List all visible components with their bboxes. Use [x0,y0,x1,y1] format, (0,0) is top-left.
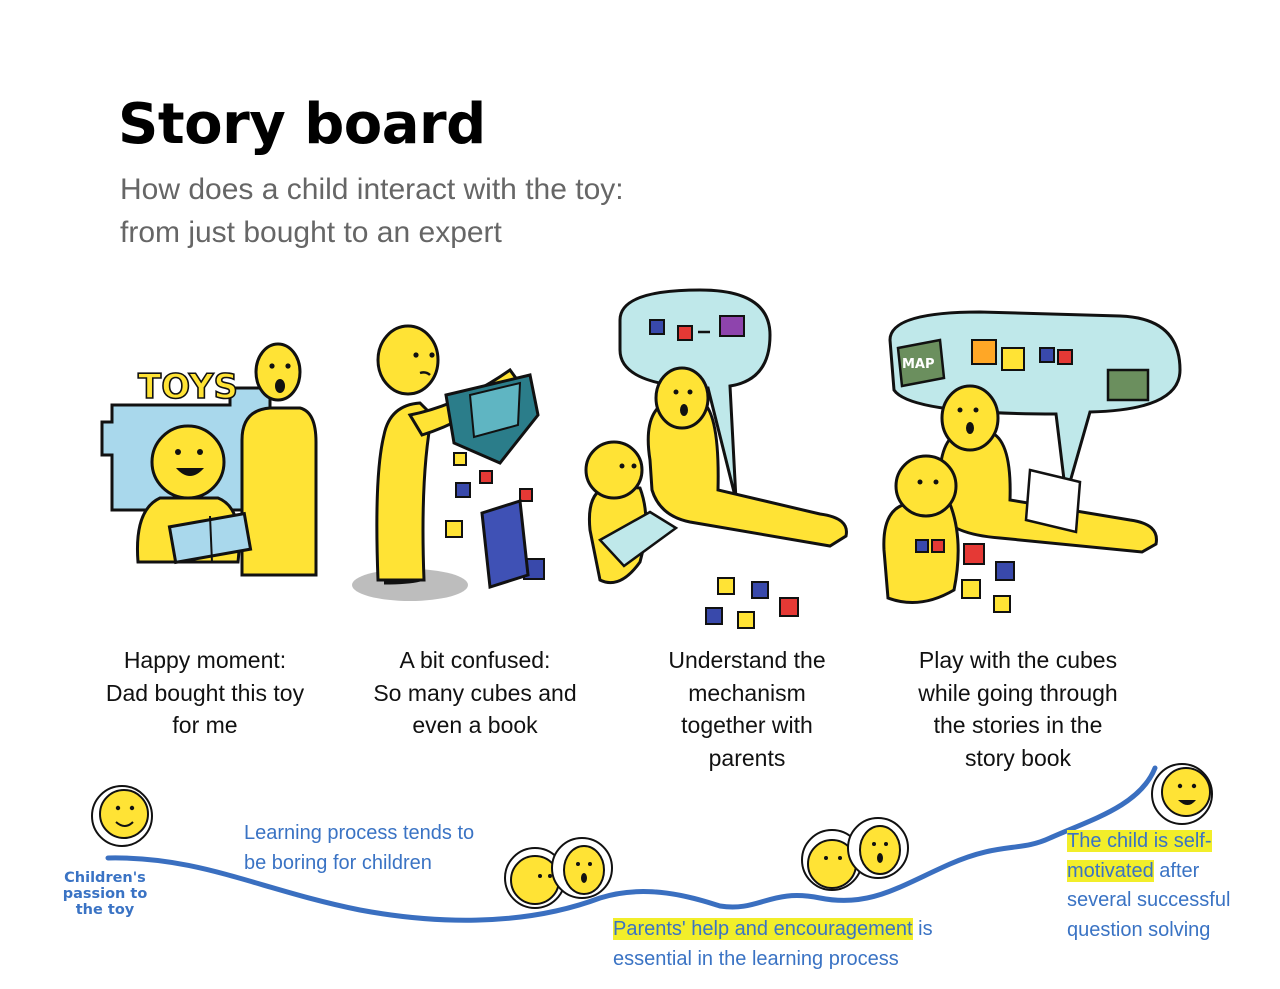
panel-4-illustration: MAP [882,310,1182,613]
child-face-start-icon [91,785,153,847]
journey-curve [91,763,1213,923]
start-label: Children's passion to the toy [62,870,148,918]
panel-4-caption: Play with the cubes while going through … [918,647,1118,771]
note-parents-help: Parents' help and encouragement is essen… [613,918,933,970]
note-self-motivated: The child is self- motivated after sever… [1067,830,1231,941]
child-and-parent-faces-rising-icon [801,817,909,891]
toys-sign-text: TOYS [138,367,238,407]
note-self-highlight-2: motivated [1067,859,1154,882]
panel-1-caption: Happy moment: Dad bought this toy for me [105,647,305,738]
note-self-highlight-1: The child is self- [1067,830,1212,852]
child-and-parent-faces-icon [504,837,613,909]
note-boring: Learning process tends to be boring for … [244,822,475,874]
note-parents-highlight: Parents' help and encouragement [613,918,913,940]
child-face-end-icon [1151,763,1213,825]
panel-2-caption: A bit confused: So many cubes and even a… [373,647,577,738]
subtitle-line-2: from just bought to an expert [120,216,502,249]
panel-3-caption: Understand the mechanism together with p… [668,647,826,771]
panel-3-illustration [584,288,848,629]
panel-2-illustration [352,324,545,601]
page-title: Story board [118,92,486,157]
panel-1-illustration: TOYS [100,342,318,577]
page-subtitle: How does a child interact with the toy: … [120,168,820,254]
map-label: MAP [902,357,935,372]
subtitle-line-1: How does a child interact with the toy: [120,173,624,206]
